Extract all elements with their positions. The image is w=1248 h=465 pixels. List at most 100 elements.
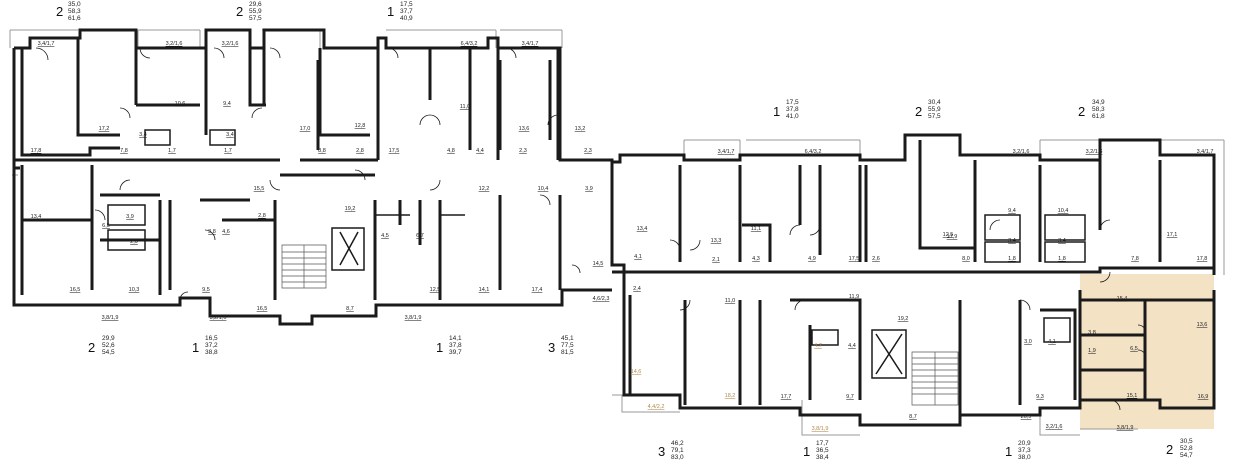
apt-area-living: 14,1 — [449, 335, 462, 342]
room-area-label: 16,9 — [1198, 394, 1209, 400]
apt-rooms: 3 — [658, 444, 665, 459]
highlighted-apartment[interactable] — [1080, 274, 1214, 429]
apt-rooms: 1 — [773, 104, 780, 119]
room-area-label: 2,0 — [130, 239, 138, 245]
room-area-label: 17,4 — [532, 287, 543, 293]
room-area-label: 17,0 — [300, 126, 311, 132]
apt-rooms: 1 — [192, 340, 199, 355]
apt-area-total: 58,3 — [1092, 106, 1105, 113]
room-area-label: 14,6 — [631, 369, 642, 375]
room-area-label: 15,5 — [254, 186, 265, 192]
apt-area-total: 37,3 — [1018, 447, 1031, 454]
room-area-label: 8,7 — [346, 306, 354, 312]
room-area-label: 10,3 — [129, 287, 140, 293]
room-area-label: 4,1 — [1048, 339, 1056, 345]
room-area-label: 1,8 — [1008, 256, 1016, 262]
room-area-label: 7,8 — [1131, 256, 1139, 262]
room-area-label: 11,0 — [460, 104, 470, 110]
apt-area-balcony: 57,5 — [928, 113, 941, 120]
room-area-label: 18,2 — [725, 393, 736, 399]
apt-area-total: 36,5 — [816, 447, 829, 454]
room-area-label: 14,5 — [593, 261, 604, 267]
room-area-label: 19,2 — [898, 316, 909, 322]
room-area-label: 7,8 — [120, 148, 128, 154]
apt-area-living: 20,9 — [1018, 440, 1031, 447]
room-area-label: 2,8 — [258, 213, 266, 219]
apartment-label[interactable]: 1 17,5 37,7 40,9 — [387, 1, 413, 22]
apt-area-balcony: 38,8 — [205, 349, 218, 356]
apartment-label[interactable]: 1 14,1 37,8 39,7 — [436, 335, 462, 356]
room-area-label: 17,7 — [781, 394, 792, 400]
room-area-label: 12,2 — [479, 186, 490, 192]
room-area-label: 4,9 — [808, 256, 816, 262]
room-area-label: 6,4/3,2 — [461, 41, 478, 47]
apt-rooms: 2 — [236, 4, 243, 19]
apartment-label[interactable]: 2 30,5 52,8 54,7 — [1166, 438, 1193, 459]
room-area-label: 9,4 — [223, 101, 231, 107]
apartment-label[interactable]: 1 17,5 37,8 41,0 — [773, 99, 799, 120]
room-area-label: 3,2/1,6 — [166, 41, 183, 47]
room-area-label: 4,7 — [814, 343, 822, 349]
apartment-label[interactable]: 2 30,4 55,9 57,5 — [915, 99, 941, 120]
room-area-label: 2,8 — [356, 148, 364, 154]
room-area-label: 17,5 — [849, 256, 860, 262]
room-area-label: 20,9 — [1021, 414, 1032, 420]
room-area-label: 4,6/2,3 — [593, 296, 610, 302]
apt-rooms: 2 — [915, 104, 922, 119]
room-area-label: 15,1 — [1127, 393, 1138, 399]
apt-area-balcony: 61,8 — [1092, 113, 1105, 120]
room-area-label: 3,8 — [1088, 330, 1096, 336]
apt-area-total: 55,9 — [928, 106, 941, 113]
room-area-label: 12,5 — [430, 287, 441, 293]
apt-area-living: 16,5 — [205, 335, 218, 342]
room-area-label: 17,1 — [1167, 232, 1178, 238]
room-area-label: 14,1 — [479, 287, 490, 293]
room-area-label: 10,6 — [175, 101, 186, 107]
apartment-label[interactable]: 1 17,7 36,5 38,4 — [803, 440, 829, 461]
room-area-label: 1,7 — [168, 148, 176, 154]
room-area-label: 4,5 — [381, 233, 389, 239]
room-area-label: 17,9 — [947, 234, 958, 240]
room-area-label: 8,8 — [318, 148, 326, 154]
apartment-label[interactable]: 2 29,9 52,6 54,5 — [88, 335, 115, 356]
room-area-label: 3,4 — [226, 132, 234, 138]
apt-area-living: 29,9 — [102, 335, 115, 342]
room-area-label: 3,4 — [1058, 238, 1066, 244]
room-area-label: 2,6 — [872, 256, 880, 262]
room-area-label: 16,5 — [257, 306, 268, 312]
room-area-label: 3,8 — [208, 229, 216, 235]
apartment-labels: 2 35,0 58,3 61,6 2 29,6 55,9 57,5 1 17,5… — [56, 1, 1193, 461]
right-block — [610, 133, 1225, 436]
room-area-label: 11,1 — [751, 226, 761, 232]
apartment-label[interactable]: 2 35,0 58,3 61,6 — [56, 1, 81, 22]
room-area-label: 2,3 — [584, 148, 592, 154]
apartment-label[interactable]: 2 34,9 58,3 61,8 — [1078, 99, 1105, 120]
apartment-label[interactable]: 1 20,9 37,3 38,0 — [1005, 440, 1031, 461]
apt-area-balcony: 54,7 — [1180, 452, 1193, 459]
apartment-label[interactable]: 3 45,1 77,5 81,5 — [548, 335, 574, 356]
apt-area-balcony: 38,4 — [816, 454, 829, 461]
room-area-label: 8,7 — [909, 414, 917, 420]
room-area-label: 17,2 — [99, 126, 110, 132]
room-area-label: 13,6 — [1197, 322, 1208, 328]
apt-area-balcony: 40,9 — [400, 15, 413, 22]
room-area-label: 4,1 — [634, 254, 642, 260]
apartment-label[interactable]: 3 46,2 79,1 83,0 — [658, 440, 684, 461]
apartment-label[interactable]: 1 16,5 37,2 38,8 — [192, 335, 218, 356]
apt-area-total: 52,8 — [1180, 445, 1193, 452]
room-area-label: 9,7 — [846, 394, 854, 400]
room-area-label: 12,5 — [943, 232, 954, 238]
room-area-label: 17,5 — [389, 148, 400, 154]
apt-area-total: 37,2 — [205, 342, 218, 349]
apt-area-total: 52,6 — [102, 342, 115, 349]
room-area-label: 13,4 — [637, 226, 648, 232]
room-area-label: 17,8 — [1197, 256, 1208, 262]
room-area-label: 3,4 — [139, 132, 147, 138]
room-area-label: 15,4 — [1117, 296, 1128, 302]
room-area-label: 6,4/3,2 — [805, 149, 822, 155]
room-area-label: 3,4/1,7 — [718, 149, 735, 155]
apt-area-balcony: 57,5 — [249, 15, 262, 22]
apartment-label[interactable]: 2 29,6 55,9 57,5 — [236, 1, 262, 22]
room-area-label: 4,8 — [447, 148, 455, 154]
apt-area-living: 17,5 — [786, 99, 799, 106]
